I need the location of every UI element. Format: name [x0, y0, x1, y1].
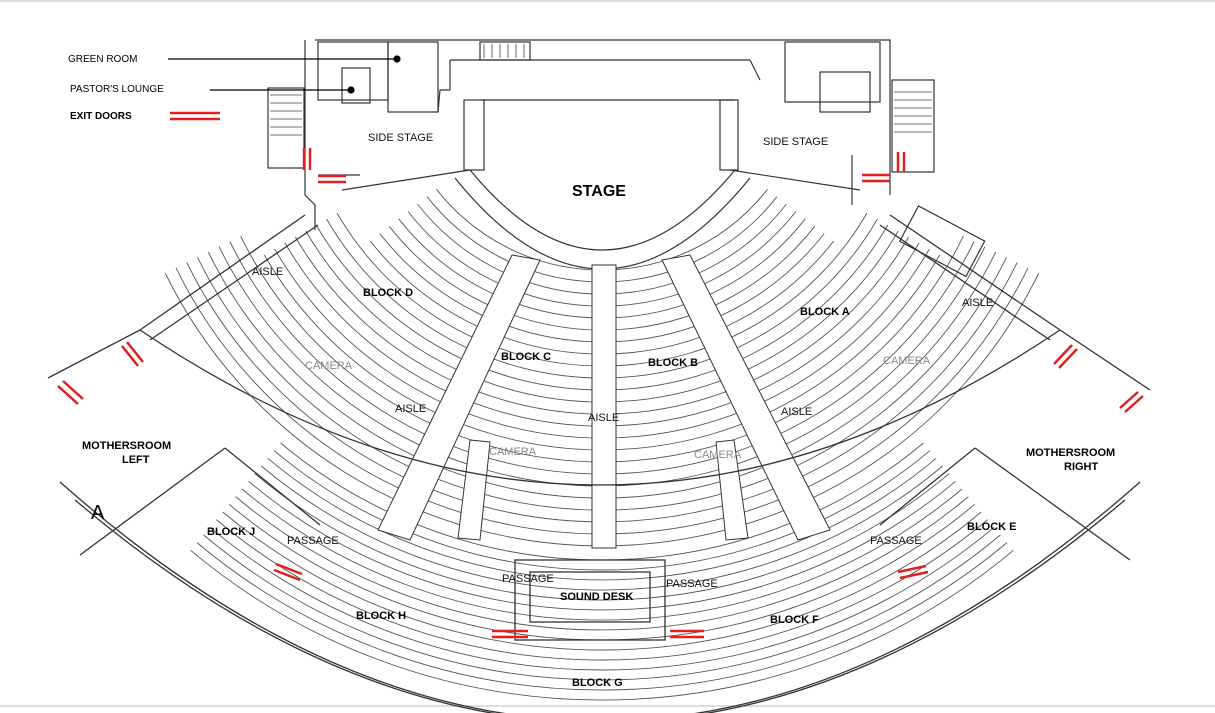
camera-label: CAMERA [694, 449, 742, 461]
camera-label: CAMERA [489, 446, 537, 458]
seat-row [203, 534, 1001, 681]
stairs [270, 44, 932, 136]
legend-green-room: GREEN ROOM [68, 54, 137, 65]
backstage-structure [267, 39, 986, 278]
seat-row [190, 549, 1014, 701]
passage-label: PASSAGE [870, 535, 922, 547]
mothersroom-left-sub: LEFT [122, 454, 150, 466]
exit-doors [57, 111, 1144, 639]
block-b-label: BLOCK B [648, 357, 698, 369]
camera-label: CAMERA [305, 360, 353, 372]
lower-seating-rows [190, 442, 1014, 701]
aisle-label: AISLE [395, 403, 426, 415]
block-f-label: BLOCK F [770, 614, 819, 626]
aisle-label: AISLE [588, 412, 619, 424]
seat-row [209, 526, 995, 671]
mothersroom-right-label: MOTHERSROOM [1026, 447, 1115, 459]
block-c-label: BLOCK C [501, 351, 551, 363]
passage-label: PASSAGE [287, 535, 339, 547]
mothersroom-left-label: MOTHERSROOM [82, 440, 171, 452]
legend-exit-doors: EXIT DOORS [70, 111, 132, 122]
seat-row [196, 542, 1008, 691]
aisle-label: AISLE [962, 297, 993, 309]
seat-row [261, 465, 943, 591]
seat-row [267, 457, 937, 581]
block-d-label: BLOCK D [363, 287, 413, 299]
seat-row [235, 496, 969, 631]
block-h-label: BLOCK H [356, 610, 406, 622]
block-e-label: BLOCK E [967, 521, 1017, 533]
camera-label: CAMERA [883, 355, 931, 367]
aisle-label: AISLE [252, 266, 283, 278]
side-stage-left-label: SIDE STAGE [368, 132, 433, 144]
seat-row [216, 519, 988, 661]
block-a-label: BLOCK A [800, 306, 850, 318]
stage-label: STAGE [572, 183, 626, 200]
aisle-label: AISLE [781, 406, 812, 418]
seat-row [248, 480, 956, 611]
side-stage-right-label: SIDE STAGE [763, 136, 828, 148]
legend-pointers [168, 55, 401, 94]
seat-row [273, 450, 931, 571]
seat-row [222, 511, 982, 651]
mothersroom-right-sub: RIGHT [1064, 461, 1099, 473]
passage-label: PASSAGE [666, 578, 718, 590]
corner-letter: A [91, 502, 105, 524]
seat-row [254, 473, 950, 601]
hall-outline [47, 214, 1151, 713]
seat-row [241, 488, 963, 621]
block-g-label: BLOCK G [572, 677, 623, 689]
sound-desk-label: SOUND DESK [560, 591, 633, 603]
aisle-gaps [377, 254, 831, 549]
legend-pastors-lounge: PASTOR'S LOUNGE [70, 84, 164, 95]
passage-label: PASSAGE [502, 573, 554, 585]
block-j-label: BLOCK J [207, 526, 255, 538]
seat-row [436, 189, 768, 271]
